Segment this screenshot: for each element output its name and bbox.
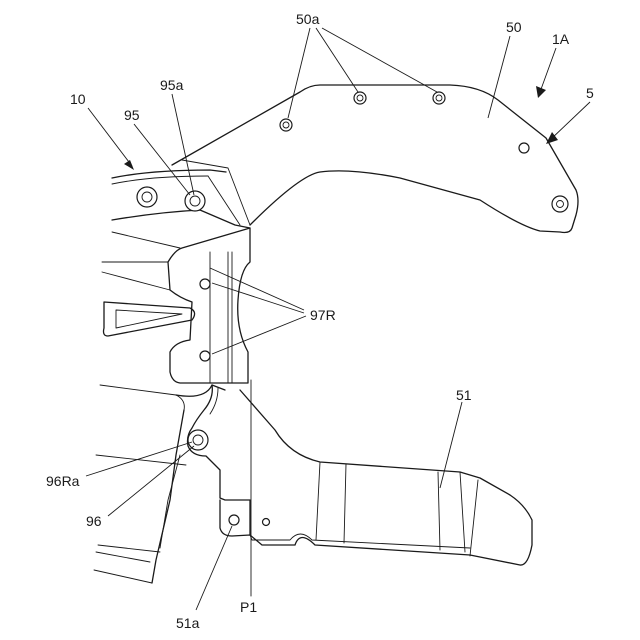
- label-50a: 50a: [296, 11, 320, 27]
- arrow-1A: [536, 48, 556, 98]
- label-95: 95: [124, 107, 140, 123]
- arrow-10-head: [124, 160, 134, 170]
- mounting-plate: [168, 228, 250, 383]
- label-10: 10: [70, 91, 86, 107]
- leader-lines: [86, 28, 510, 610]
- lower-bracket-51: [220, 390, 532, 565]
- arrow-5: [546, 102, 590, 144]
- label-96Ra: 96Ra: [46, 473, 80, 489]
- label-95a: 95a: [160, 77, 184, 93]
- label-51: 51: [456, 387, 472, 403]
- label-97R: 97R: [310, 307, 336, 323]
- label-50: 50: [506, 19, 522, 35]
- label-5: 5: [586, 85, 594, 101]
- link-bracket-96: [188, 385, 251, 535]
- label-1A: 1A: [552, 31, 570, 47]
- label-96: 96: [86, 513, 102, 529]
- rail-10: [112, 170, 250, 228]
- label-P1: P1: [240, 599, 257, 615]
- label-51a: 51a: [176, 615, 200, 631]
- upper-bracket-50: [172, 85, 578, 233]
